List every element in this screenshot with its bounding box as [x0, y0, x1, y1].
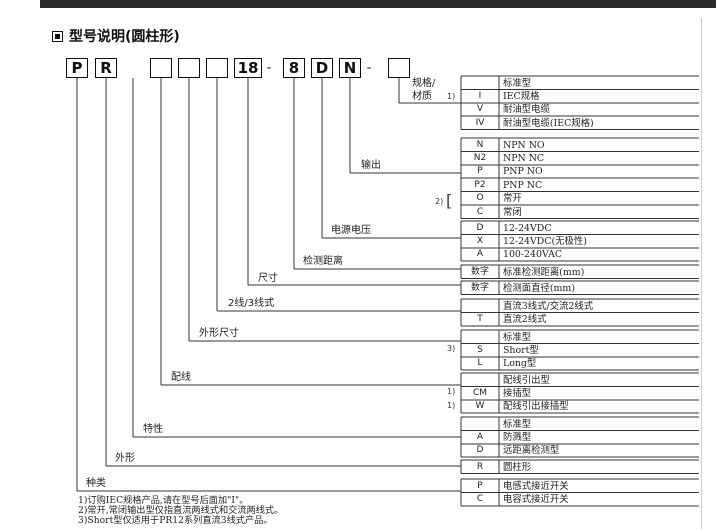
label-spec: 规格/ — [412, 78, 436, 89]
code-dash-2: - — [366, 60, 372, 76]
option-code — [461, 300, 499, 313]
option-description: 耐油型电缆(IEC规格) — [503, 117, 594, 129]
code-dash-1: - — [266, 60, 272, 76]
footnote-2: 2)常开,常闭输出型仅指直流两线式和交流两线式。 — [78, 505, 284, 516]
label-shape-size: 外形尺寸 — [199, 328, 239, 339]
option-description: IEC规格 — [503, 90, 540, 102]
option-description: NPN NC — [503, 152, 545, 164]
option-description: 配线引出型 — [503, 374, 550, 386]
option-code: CM — [472, 387, 488, 398]
option-description: 12-24VDC(无极性) — [503, 235, 587, 247]
option-description: Short型 — [503, 344, 539, 356]
option-code: N — [476, 139, 484, 150]
label-shape: 外形 — [115, 453, 135, 464]
label-property: 特性 — [143, 424, 163, 435]
square-bullet-icon — [52, 30, 63, 42]
code-box-9: N — [339, 58, 361, 78]
option-description: 100-240VAC — [503, 249, 563, 261]
option-description: 标准型 — [503, 77, 532, 89]
option-description: 12-24VDC — [503, 222, 552, 234]
option-code: 数字 — [470, 266, 489, 277]
option-description: 电容式接近开关 — [503, 493, 569, 505]
code-box-4 — [178, 58, 200, 78]
option-description: 远距离检测型 — [503, 445, 560, 457]
option-code: A — [476, 431, 484, 442]
bracket-glyph: [ — [446, 191, 453, 210]
option-code: C — [476, 206, 484, 217]
option-description: 配线引出接插型 — [503, 401, 569, 413]
option-description: 圆柱形 — [503, 461, 532, 473]
footnote-marker: 1) — [447, 92, 456, 101]
option-description: 标准型 — [503, 331, 532, 343]
label-type: 种类 — [86, 478, 106, 489]
label-size: 尺寸 — [258, 273, 278, 284]
code-box-8: D — [311, 58, 333, 78]
option-code: X — [476, 235, 484, 246]
code-box-7: 8 — [283, 58, 305, 78]
option-description: 直流2线式 — [503, 313, 547, 325]
label-material: 材质 — [412, 91, 432, 102]
footnote-marker: 2) — [435, 197, 444, 206]
option-description: 耐油型电缆 — [503, 104, 550, 116]
option-description: 标准检测距离(mm) — [503, 266, 585, 278]
option-code: A — [476, 249, 484, 260]
label-wires: 2线/3线式 — [228, 298, 275, 309]
label-distance: 检测距离 — [303, 256, 343, 267]
option-code: I — [478, 90, 482, 101]
option-code: C — [476, 493, 484, 504]
option-code: 数字 — [470, 282, 489, 293]
option-description: PNP NO — [503, 166, 543, 178]
option-code: R — [476, 461, 484, 472]
label-output: 输出 — [361, 160, 381, 171]
code-box-1: P — [66, 58, 88, 78]
option-description: 防溅型 — [503, 431, 532, 443]
footnote-marker: 3) — [447, 344, 456, 353]
top-bar — [40, 0, 716, 8]
option-code — [461, 418, 499, 431]
option-description: PNP NC — [503, 179, 543, 191]
option-code — [461, 77, 499, 90]
option-code: L — [477, 358, 483, 369]
option-code: P — [477, 166, 483, 177]
option-description: 直流3线式/交流2线式 — [503, 300, 594, 312]
code-box-2: R — [95, 58, 117, 78]
footnote-1: 1)订购IEC规格产品,请在型号后面加"I"。 — [78, 495, 249, 506]
code-box-3 — [150, 58, 172, 78]
option-description: 电感式接近开关 — [503, 480, 569, 492]
option-code — [461, 374, 499, 387]
option-description: 常开 — [503, 193, 522, 205]
code-box-5 — [206, 58, 228, 78]
option-code: P2 — [474, 179, 486, 190]
option-code: D — [476, 445, 484, 456]
label-wiring: 配线 — [171, 372, 191, 383]
label-voltage: 电源电压 — [331, 225, 371, 236]
footnote-marker: 1) — [447, 401, 456, 410]
option-code: W — [475, 401, 485, 412]
option-code — [461, 331, 499, 344]
option-description: 常闭 — [503, 206, 522, 218]
code-box-6: 18 — [234, 58, 262, 78]
footnote-marker: 1) — [447, 387, 456, 396]
option-code: D — [476, 222, 484, 233]
right-rule — [701, 18, 702, 529]
option-code: N2 — [473, 152, 487, 163]
page-title: 型号说明(圆柱形) — [52, 26, 180, 46]
title-text: 型号说明(圆柱形) — [69, 29, 180, 45]
option-description: 检测面直径(mm) — [503, 282, 575, 294]
footnote-3: 3)Short型仅适用于PR12系列直流3线式产品。 — [78, 515, 273, 526]
option-code: S — [477, 344, 483, 355]
option-code: V — [476, 104, 484, 115]
option-code: P — [477, 480, 483, 491]
option-description: 接插型 — [503, 387, 532, 399]
option-description: Long型 — [503, 358, 537, 370]
code-box-10 — [388, 58, 410, 78]
option-description: 标准型 — [503, 418, 532, 430]
option-code: IV — [475, 117, 485, 128]
option-description: NPN NO — [503, 139, 545, 151]
option-code: T — [477, 313, 483, 324]
option-code: O — [476, 193, 484, 204]
